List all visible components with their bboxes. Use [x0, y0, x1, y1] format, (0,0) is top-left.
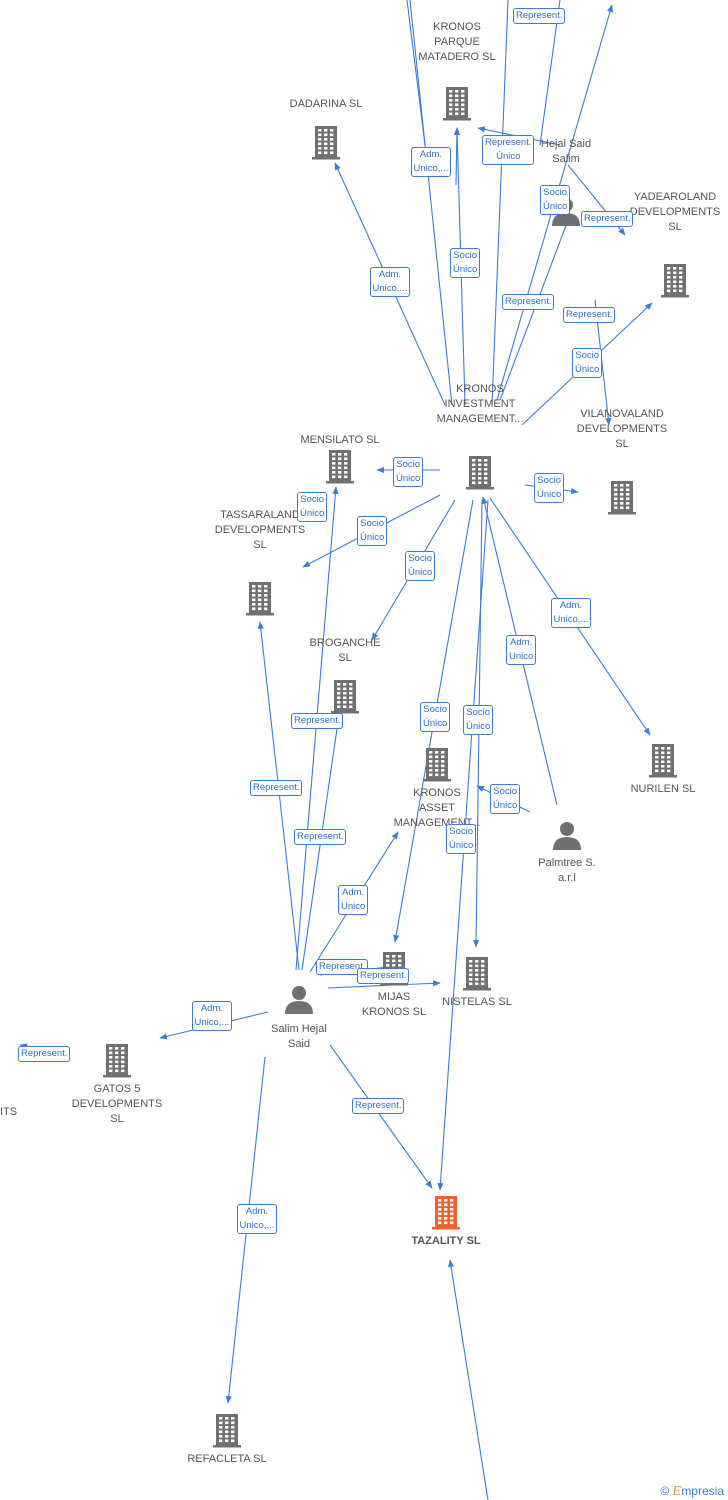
- node-label-gatos5[interactable]: GATOS 5 DEVELOPMENTS SL: [71, 1083, 163, 1125]
- relation-label[interactable]: Represent.: [357, 968, 410, 984]
- relation-label[interactable]: Socio Único: [446, 824, 477, 854]
- building-icon[interactable]: [443, 87, 471, 121]
- relation-label[interactable]: Represent.: [513, 8, 566, 24]
- relation-edge: [409, 0, 453, 406]
- relation-label[interactable]: Socio Único: [357, 516, 388, 546]
- relation-label[interactable]: Socio Único: [450, 248, 481, 278]
- building-icon[interactable]: [103, 1044, 131, 1078]
- relation-label[interactable]: Socio Único: [405, 551, 436, 581]
- relation-label[interactable]: Represent.: [294, 829, 347, 845]
- building-icon[interactable]: [649, 744, 677, 778]
- building-icon[interactable]: [432, 1196, 460, 1230]
- relation-label[interactable]: Socio Único: [490, 784, 521, 814]
- building-icon[interactable]: [213, 1414, 241, 1448]
- empresia-watermark: © Empresia: [660, 1484, 724, 1498]
- relation-label[interactable]: Represent.: [18, 1046, 71, 1062]
- node-label-its[interactable]: ITS: [0, 1106, 18, 1118]
- relation-label[interactable]: Adm. Unico,...: [410, 147, 452, 177]
- node-label-mensilato[interactable]: MENSILATO SL: [300, 434, 380, 446]
- relation-edge: [257, 621, 300, 971]
- relation-edge: [448, 1259, 489, 1500]
- relation-label[interactable]: Socio Único: [463, 705, 494, 735]
- relation-edge: [491, 0, 509, 406]
- building-icon[interactable]: [466, 456, 494, 490]
- building-icon[interactable]: [331, 680, 359, 714]
- relation-label[interactable]: Represent.: [502, 294, 555, 310]
- building-icon[interactable]: [423, 748, 451, 782]
- relation-label[interactable]: Adm. Unico,...: [369, 267, 411, 297]
- relation-label[interactable]: Represent.: [250, 780, 303, 796]
- relation-label[interactable]: Adm. Unico: [506, 635, 537, 665]
- relation-label[interactable]: Represent.: [352, 1098, 405, 1114]
- node-label-yadearoland[interactable]: YADEAROLAND DEVELOPMENTS SL: [629, 191, 721, 233]
- person-icon[interactable]: [553, 822, 581, 850]
- relation-edge: [539, 0, 561, 146]
- relation-label[interactable]: Socio Único: [393, 457, 424, 487]
- node-label-vilanovaland[interactable]: VILANOVALAND DEVELOPMENTS SL: [576, 408, 668, 450]
- building-icon[interactable]: [326, 450, 354, 484]
- relation-label[interactable]: Represent. Único: [482, 135, 535, 165]
- relation-label[interactable]: Adm. Unico,...: [550, 598, 592, 628]
- building-icon[interactable]: [246, 582, 274, 616]
- node-label-tassaraland[interactable]: TASSARALAND DEVELOPMENTS SL: [214, 509, 306, 551]
- node-label-broganche[interactable]: BROGANCHE SL: [309, 637, 381, 664]
- node-label-hejal-said[interactable]: Hejal Said Salim: [540, 138, 592, 165]
- relation-label[interactable]: Socio Único: [420, 702, 451, 732]
- relation-label[interactable]: Represent.: [581, 211, 634, 227]
- node-label-nurilen[interactable]: NURILEN SL: [630, 783, 696, 795]
- node-label-dadarina[interactable]: DADARINA SL: [289, 98, 363, 110]
- relation-label[interactable]: Socio Único: [540, 185, 571, 215]
- node-label-salim-hejal[interactable]: Salim Hejal Said: [271, 1023, 327, 1050]
- relation-label[interactable]: Adm. Unico: [338, 885, 369, 915]
- building-icon[interactable]: [661, 264, 689, 298]
- relation-label[interactable]: Socio Único: [572, 348, 603, 378]
- relation-label[interactable]: Socio Único: [297, 492, 328, 522]
- person-icon[interactable]: [285, 986, 313, 1014]
- node-label-refacleta[interactable]: REFACLETA SL: [187, 1453, 267, 1465]
- relation-label[interactable]: Represent.: [316, 959, 369, 975]
- relation-label[interactable]: Socio Único: [534, 473, 565, 503]
- relation-edge: [329, 1044, 433, 1189]
- relation-label[interactable]: Adm. Unico,...: [236, 1204, 278, 1234]
- node-label-tazality[interactable]: TAZALITY SL: [411, 1235, 481, 1247]
- relation-label[interactable]: Represent.: [563, 307, 616, 323]
- relation-label[interactable]: Adm. Unico,...: [191, 1001, 233, 1031]
- node-label-palmtree[interactable]: Palmtree S. a.r.l: [538, 857, 596, 884]
- node-label-mijas[interactable]: MIJAS KRONOS SL: [361, 991, 427, 1018]
- node-label-nistelas[interactable]: NISTELAS SL: [442, 996, 512, 1008]
- building-icon[interactable]: [463, 957, 491, 991]
- relation-label[interactable]: Represent.: [291, 713, 344, 729]
- building-icon[interactable]: [608, 481, 636, 515]
- node-label-kronos-parque[interactable]: KRONOS PARQUE MATADERO SL: [418, 21, 496, 63]
- building-icon[interactable]: [312, 126, 340, 160]
- node-label-kronos-inv[interactable]: KRONOS INVESTMENT MANAGEMENT...: [436, 383, 524, 425]
